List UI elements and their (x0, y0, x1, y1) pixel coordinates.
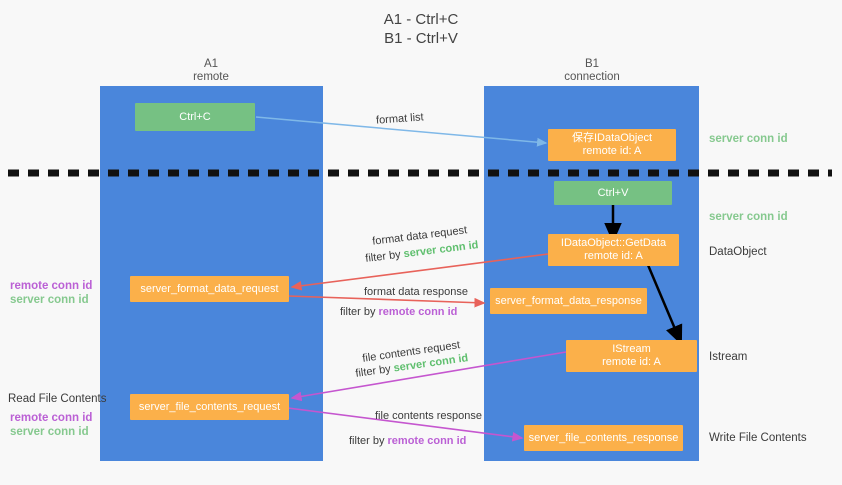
box-save-idataobject-line1: 保存IDataObject (571, 132, 653, 144)
edge-label-file-contents-response: file contents response (375, 410, 483, 422)
column-header-b1: B1 connection (512, 58, 672, 84)
box-ctrl-c[interactable]: Ctrl+C (135, 103, 255, 131)
box-server-file-contents-response-label: server_file_contents_response (528, 431, 679, 444)
label-format-remote-conn-id: remote conn id (10, 280, 93, 292)
label-istream: Istream (709, 351, 748, 363)
box-istream-line2: remote id: A (602, 356, 661, 368)
box-save-idataobject[interactable]: 保存IDataObject remote id: A (548, 129, 676, 161)
column-header-b1-name: B1 (584, 58, 600, 70)
edge-label-format-data-request-filter-prefix: filter by (364, 248, 405, 265)
box-server-file-contents-response[interactable]: server_file_contents_response (524, 425, 683, 451)
box-server-file-contents-request-label: server_file_contents_request (138, 400, 281, 413)
box-ctrl-c-label: Ctrl+C (179, 110, 211, 123)
box-idataobject-getdata-line2: remote id: A (584, 250, 643, 262)
column-header-a1-sub: remote (193, 71, 229, 83)
edge-label-format-data-response-filter: filter by remote conn id (340, 305, 457, 319)
box-server-format-data-response[interactable]: server_format_data_response (490, 288, 647, 314)
label-format-server-conn-id: server conn id (10, 294, 89, 306)
label-dataobject: DataObject (709, 246, 767, 258)
edge-label-file-contents-response-filter-prefix: filter by (349, 435, 388, 447)
box-save-idataobject-line2: remote id: A (582, 145, 642, 157)
edge-label-format-data-response: format data response (364, 286, 468, 298)
column-header-a1: A1 remote (131, 58, 291, 84)
edge-label-file-contents-response-filter: filter by remote conn id (349, 434, 466, 448)
edge-label-file-contents-request-filter-prefix: filter by (354, 362, 395, 380)
column-header-b1-sub: connection (564, 71, 620, 83)
label-server-conn-id-top: server conn id (709, 133, 788, 145)
box-istream-line1: IStream (612, 343, 651, 355)
box-istream[interactable]: IStream remote id: A (566, 340, 697, 372)
box-server-file-contents-request[interactable]: server_file_contents_request (130, 394, 289, 420)
column-header-a1-name: A1 (203, 58, 219, 70)
label-read-file-contents: Read File Contents (8, 393, 107, 405)
box-ctrl-v-label: Ctrl+V (597, 186, 629, 199)
label-write-file-contents: Write File Contents (709, 432, 807, 444)
label-file-server-conn-id: server conn id (10, 426, 89, 438)
edge-label-format-data-response-filter-value: remote conn id (378, 306, 458, 318)
page-title: A1 - Ctrl+C B1 - Ctrl+V (0, 10, 842, 48)
box-idataobject-getdata-line1: IDataObject::GetData (560, 237, 667, 249)
box-server-format-data-request-label: server_format_data_request (140, 282, 279, 295)
title-line-1: A1 - Ctrl+C (383, 11, 459, 28)
label-server-conn-id-mid: server conn id (709, 211, 788, 223)
box-server-format-data-response-label: server_format_data_response (495, 294, 642, 307)
box-server-format-data-request[interactable]: server_format_data_request (130, 276, 289, 302)
edge-label-format-data-response-filter-prefix: filter by (340, 306, 379, 318)
edge-label-format-list: format list (375, 111, 425, 127)
label-file-remote-conn-id: remote conn id (10, 412, 93, 424)
box-ctrl-v[interactable]: Ctrl+V (554, 181, 672, 205)
edge-label-file-contents-response-filter-value: remote conn id (387, 435, 467, 447)
box-idataobject-getdata[interactable]: IDataObject::GetData remote id: A (548, 234, 679, 266)
title-line-2: B1 - Ctrl+V (384, 30, 458, 47)
